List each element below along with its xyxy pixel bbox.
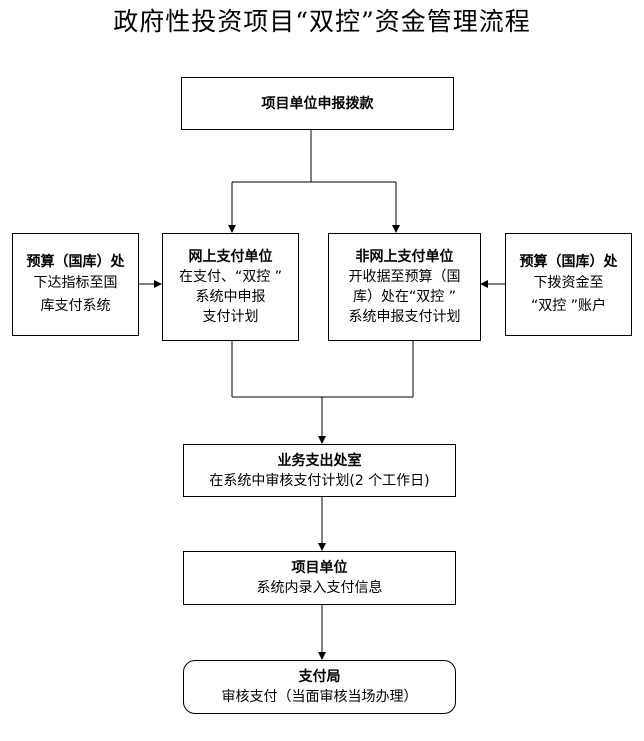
node-budget-left: 预算（国库）处 下达指标至国 库支付系统	[12, 233, 139, 336]
node-online-text: 在支付、“双控 ” 系统中申报 支付计划	[179, 269, 282, 325]
node-bureau: 支付局 审核支付（当面审核当场办理）	[183, 660, 456, 714]
node-budget-right: 预算（国库）处 下拨资金至 “双控 ”账户	[505, 233, 632, 336]
node-offline-text: 开收据至预算（国 库）处在“双控 ” 系统申报支付计划	[348, 269, 461, 325]
node-bureau-text: 审核支付（当面审核当场办理）	[221, 689, 418, 705]
node-project-heading: 项目单位	[291, 560, 348, 576]
node-apply: 项目单位申报拨款	[181, 77, 454, 130]
node-project-text: 系统内录入支付信息	[256, 580, 383, 596]
node-bureau-heading: 支付局	[298, 669, 341, 685]
node-expense-heading: 业务支出处室	[277, 452, 362, 469]
node-apply-heading: 项目单位申报拨款	[261, 95, 374, 112]
node-budget-left-heading: 预算（国库）处	[26, 253, 125, 270]
node-online: 网上支付单位 在支付、“双控 ” 系统中申报 支付计划	[162, 233, 299, 341]
page-title: 政府性投资项目“双控”资金管理流程	[113, 7, 531, 36]
node-budget-left-text: 下达指标至国 库支付系统	[33, 274, 118, 314]
node-project: 项目单位 系统内录入支付信息	[183, 551, 456, 605]
node-expense: 业务支出处室 在系统中审核支付计划(2 个工作日)	[183, 444, 456, 497]
node-budget-right-heading: 预算（国库）处	[519, 253, 618, 270]
node-offline-heading: 非网上支付单位	[355, 249, 454, 265]
node-budget-right-text: 下拨资金至 “双控 ”账户	[531, 274, 606, 314]
node-expense-text: 在系统中审核支付计划(2 个工作日)	[209, 472, 430, 489]
node-offline: 非网上支付单位 开收据至预算（国 库）处在“双控 ” 系统申报支付计划	[328, 233, 481, 341]
node-online-heading: 网上支付单位	[188, 249, 273, 265]
